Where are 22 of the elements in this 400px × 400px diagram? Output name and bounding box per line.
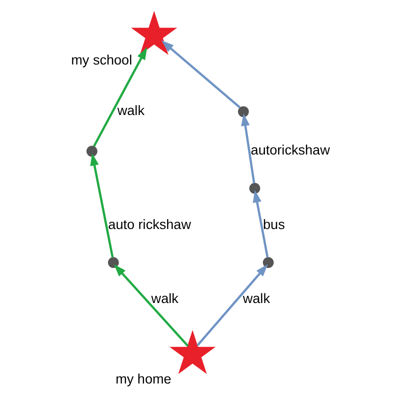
- node-point: [86, 146, 97, 157]
- edge-label: walk: [116, 103, 144, 118]
- arrow: [113, 264, 188, 347]
- node-point: [248, 182, 260, 194]
- arrow: [92, 47, 147, 147]
- node-point: [107, 257, 118, 268]
- node-label: my school: [70, 52, 132, 68]
- edge-label: walk: [242, 291, 270, 306]
- edge-label: autorickshaw: [250, 142, 330, 158]
- edge-label: walk: [150, 291, 178, 306]
- node-point: [237, 106, 248, 118]
- node-point: [262, 257, 274, 268]
- arrow: [240, 113, 255, 184]
- arrow: [196, 264, 268, 346]
- arrow: [160, 40, 240, 108]
- node-star: [130, 10, 177, 55]
- arrow: [252, 190, 268, 258]
- node-star: [169, 330, 216, 374]
- edge-label: bus: [262, 216, 284, 232]
- edge-label: auto rickshaw: [108, 216, 190, 232]
- arrow: [90, 153, 114, 258]
- node-label: my home: [115, 371, 171, 386]
